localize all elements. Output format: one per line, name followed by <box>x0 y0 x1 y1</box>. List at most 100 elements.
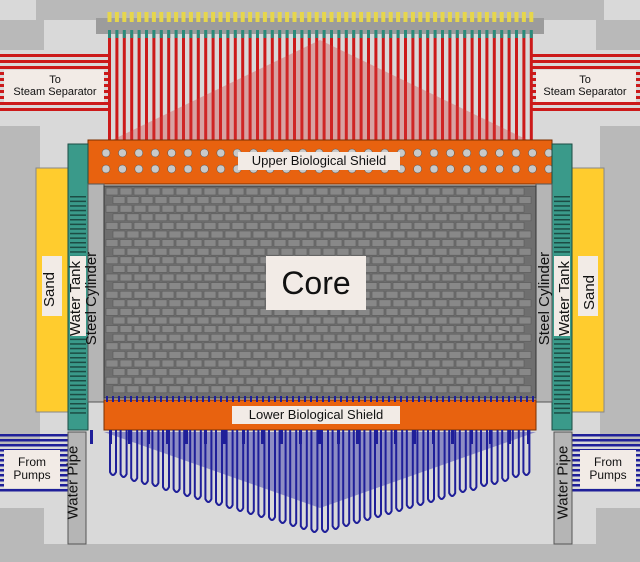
core-block <box>483 308 497 316</box>
lower-shield-pipe-stub <box>448 396 450 402</box>
core-block <box>392 282 406 290</box>
core-block <box>504 316 518 325</box>
core-block <box>455 187 469 196</box>
core-block <box>280 333 294 342</box>
core-block <box>224 299 238 308</box>
core-block <box>413 342 427 351</box>
lower-shield-pipe-stub <box>316 396 318 402</box>
lower-shield-pipe-stub <box>280 396 282 402</box>
core-block <box>245 187 259 196</box>
core-block <box>105 308 119 316</box>
core-block <box>350 385 364 394</box>
tank-rib-right <box>554 357 570 359</box>
pipe-cap <box>336 12 341 22</box>
tank-rib-right <box>554 343 570 345</box>
core-block <box>511 187 525 196</box>
core-block <box>252 213 266 222</box>
core-block <box>168 299 182 308</box>
core-block <box>140 385 154 394</box>
pipe-cap <box>262 12 267 22</box>
lower-shield-label: Lower Biological Shield <box>232 406 400 424</box>
core-block <box>497 273 511 282</box>
steam-pipe-right <box>532 102 640 105</box>
core-block <box>336 333 350 342</box>
core-block <box>210 196 224 204</box>
lower-shield-pipe-stub <box>466 396 468 402</box>
lower-shield-pipe-stub <box>232 396 234 402</box>
steam-riser-pipe <box>507 18 511 142</box>
core-block <box>434 316 448 325</box>
steam-riser-pipe <box>270 18 274 142</box>
inlet-pipe-left <box>0 439 68 442</box>
core-block <box>315 187 329 196</box>
core-block <box>231 256 245 265</box>
shield-port <box>528 164 537 174</box>
core-block <box>133 222 147 230</box>
lower-shield-pipe-stub <box>388 396 390 402</box>
tank-rib-right <box>554 214 570 216</box>
core-block <box>434 213 448 222</box>
core-block <box>448 299 462 308</box>
core-block <box>469 359 483 368</box>
core-block <box>357 239 371 247</box>
lower-shield-pipe-stub <box>340 396 342 402</box>
core-block <box>392 333 406 342</box>
core-block <box>476 247 490 256</box>
water-pipe-label-right: Water Pipe <box>554 445 572 520</box>
core-block <box>413 239 427 247</box>
core-block <box>287 342 301 351</box>
core-block <box>217 204 231 213</box>
downcomer-pipe <box>204 430 213 503</box>
core-block <box>168 265 182 273</box>
core-block <box>476 316 490 325</box>
core-block <box>238 316 252 325</box>
core-block <box>406 385 420 394</box>
core-block <box>371 290 385 299</box>
steam-riser-pipe <box>367 18 370 142</box>
core-block <box>224 196 238 204</box>
shield-port <box>216 148 226 158</box>
core-block <box>441 308 455 316</box>
pipe-cap <box>462 12 467 22</box>
core-block <box>455 308 469 316</box>
steam-riser-pipe <box>330 18 333 142</box>
core-block <box>504 265 518 273</box>
core-block <box>126 316 140 325</box>
lower-shield-pipe-stub <box>148 396 150 402</box>
core-block <box>322 368 336 376</box>
steam-riser-pipe <box>115 18 119 142</box>
core-block <box>238 230 252 239</box>
tank-rib-right <box>554 200 570 203</box>
core-block <box>385 204 399 213</box>
lower-shield-pipe-stub <box>406 396 408 402</box>
core-block <box>210 282 224 290</box>
shield-port <box>150 164 160 174</box>
core-block <box>490 368 504 376</box>
steam-riser-pipe <box>278 18 282 142</box>
steam-riser-pipe <box>529 18 533 142</box>
core-block <box>154 299 168 308</box>
downcomer-pipe <box>215 430 223 506</box>
core-block <box>161 256 175 265</box>
core-block <box>441 342 455 351</box>
core-block <box>504 351 518 359</box>
steam-riser-pipe <box>300 18 304 142</box>
lower-shield-pipe-stub <box>238 396 240 402</box>
core-block <box>350 213 364 222</box>
core-block <box>343 325 357 333</box>
core-block <box>308 230 322 239</box>
pipe-cap <box>507 12 512 22</box>
core-block <box>196 385 210 394</box>
core-block <box>287 325 301 333</box>
core-block <box>399 342 413 351</box>
downcomer-pipe <box>480 430 488 487</box>
lower-header-pipe <box>413 430 416 444</box>
steam-pipe-left <box>0 108 108 111</box>
core-block <box>336 316 350 325</box>
core-block <box>210 230 224 239</box>
core-block <box>364 230 378 239</box>
core-block <box>441 376 455 385</box>
core-block <box>252 316 266 325</box>
core-block <box>371 308 385 316</box>
core-block <box>490 333 504 342</box>
